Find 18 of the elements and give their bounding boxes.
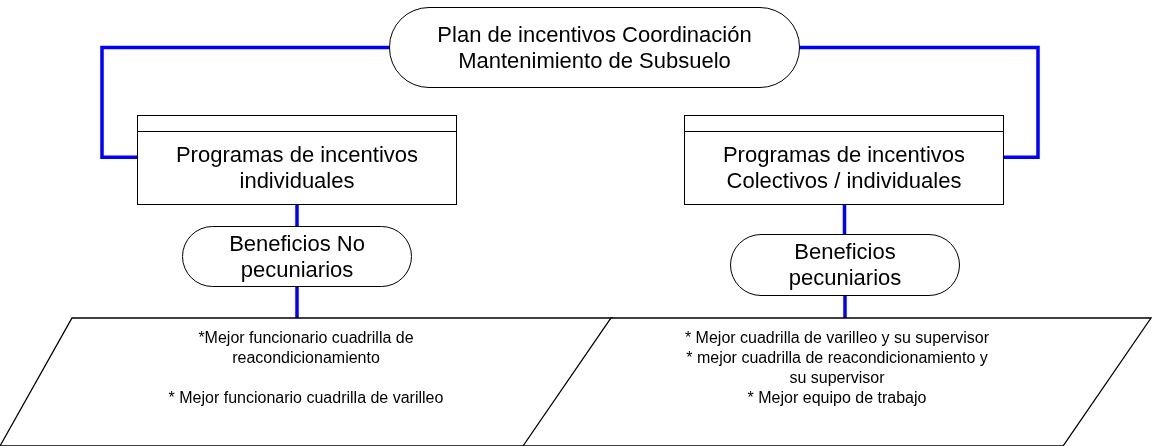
item-text: * mejor cuadrilla de reacondicionamiento y su supervisor bbox=[685, 348, 989, 388]
node-label: Programas de incentivos individuales bbox=[174, 142, 420, 194]
connector-line bbox=[842, 205, 847, 234]
item-text: * Mejor equipo de trabajo bbox=[747, 388, 927, 408]
node-label: Programas de incentivos Colectivos / individuales bbox=[721, 142, 967, 194]
item-text: * Mejor cuadrilla de varilleo y su supervisor bbox=[684, 328, 990, 348]
process-box bbox=[137, 115, 457, 205]
connector-line bbox=[100, 45, 389, 160]
connector-line bbox=[295, 205, 299, 226]
item-text: * Mejor funcionario cuadrilla de varilleo bbox=[168, 388, 444, 408]
process-box bbox=[684, 115, 1004, 205]
node-label: Beneficios pecuniarios bbox=[787, 239, 903, 291]
connector-line bbox=[295, 287, 299, 318]
node-label: Plan de incentivos Coordinación Mantenimiento de Subsuelo bbox=[436, 21, 753, 74]
connector-line bbox=[843, 296, 847, 318]
connector-line bbox=[800, 45, 1040, 160]
node-label: Beneficios No pecuniarios bbox=[228, 230, 366, 283]
item-text: *Mejor funcionario cuadrilla de reacondicionamiento bbox=[197, 328, 415, 368]
